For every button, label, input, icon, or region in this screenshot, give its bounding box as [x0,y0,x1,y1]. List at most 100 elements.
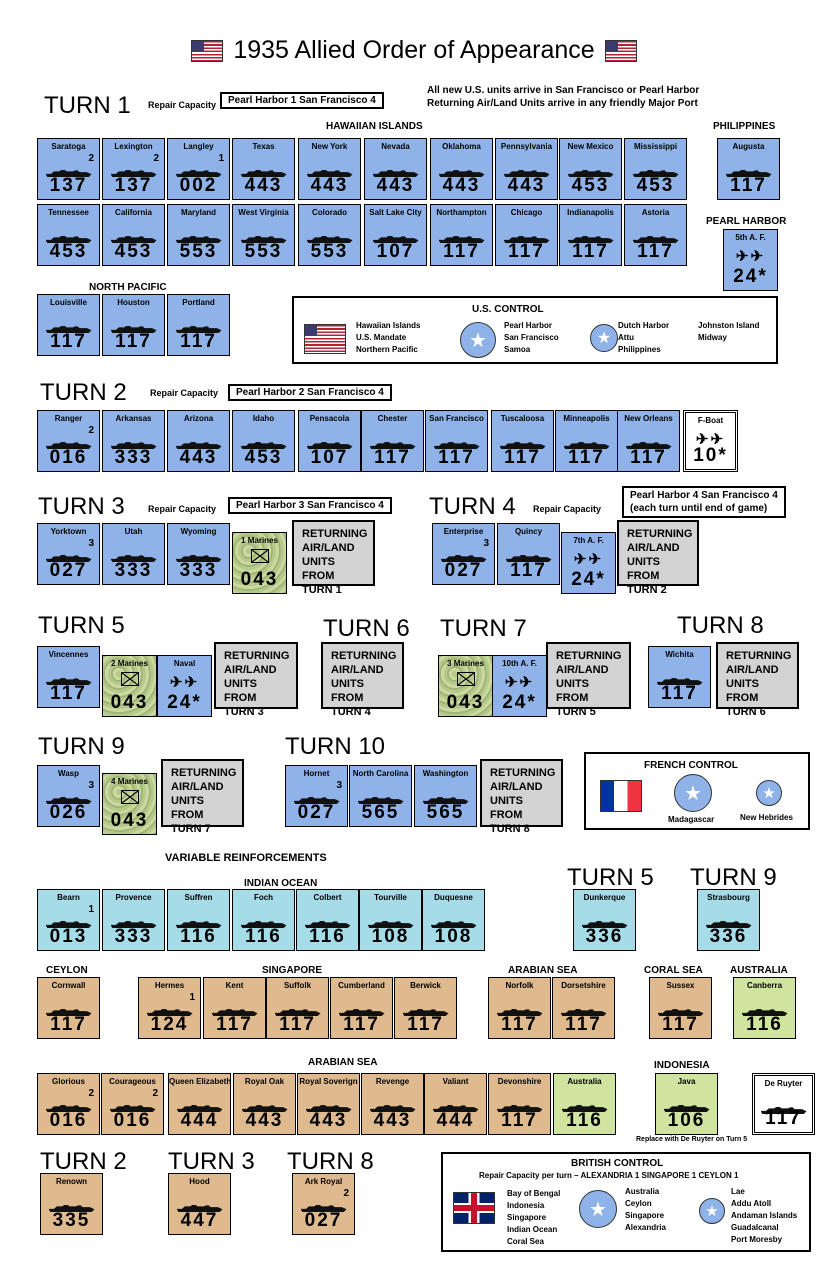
unit-name: Revenge [375,1077,410,1086]
unit-name: Saratoga [51,142,86,151]
unit-factors: 443 [507,175,546,196]
aircraft-icon: ✈✈ [573,551,604,568]
minor-port-icon: ★ [699,1198,725,1224]
ship-icon [505,555,552,562]
unit-name: Arkansas [115,414,152,423]
unit-name: Langley [183,142,214,151]
repair-capacity-label: Repair Capacity [150,388,219,398]
unit-factors: 117 [572,241,609,262]
unit-name: Wasp [57,769,80,778]
ship-icon [45,170,92,177]
unit-counter: Duquesne 108 [422,889,485,951]
unit-factors: 443 [373,1110,412,1131]
ship-icon [274,1009,321,1016]
unit-factors: 116 [245,926,282,947]
ship-icon [657,1009,704,1016]
unit-factors: 043 [446,692,485,713]
french-minor-port: New Hebrides [740,813,793,822]
unit-name: Tourville [374,893,407,902]
unit-factors: 106 [667,1110,706,1131]
unit-name: Glorious [52,1077,85,1086]
unit-factors: 117 [565,1014,602,1035]
ship-icon [110,555,157,562]
unit-name: Duquesne [434,893,473,902]
ship-icon [110,236,157,243]
unit-factors: 027 [444,560,483,581]
unit-factors: 443 [245,1110,284,1131]
unit-name: Idaho [252,414,275,423]
unit-counter: Mississippi 453 [624,138,687,200]
returning-box-turn-7: RETURNING AIR/LAND UNITS FROM TURN 7 [161,759,244,835]
singapore-label: SINGAPORE [262,965,323,976]
unit-name: Royal Soverign [299,1077,358,1086]
unit-factors: 117 [568,447,605,468]
unit-name: Mississippi [633,142,678,151]
unit-factors: 016 [49,1110,88,1131]
ship-icon [496,1009,543,1016]
turn-8-label-variable: TURN 8 [287,1148,374,1175]
unit-factors: 565 [361,802,400,823]
infantry-icon [120,790,139,804]
ship-icon [240,236,287,243]
ship-icon [176,1105,223,1112]
ship-icon [567,170,614,177]
unit-factors: 10* [693,445,728,466]
unit-counter: Royal Soverign 443 [297,1073,360,1135]
ship-icon [110,442,157,449]
unit-factors: 443 [309,1110,348,1131]
us-control-minor-areas: Hawaiian Islands U.S. Mandate Northern P… [356,321,421,354]
ceylon-label: CEYLON [46,965,88,976]
unit-name: Quincy [514,527,543,536]
unit-factors: 117 [407,1014,444,1035]
unit-name: Portland [182,298,215,307]
unit-name: 10th A. F. [502,659,537,668]
unit-name: North Carolina [352,769,409,778]
unit-name: Wichita [665,650,694,659]
turn-2-label-variable: TURN 2 [40,1148,127,1175]
unit-factors: 336 [709,926,748,947]
unit-factors: 453 [636,175,675,196]
unit-name: Java [677,1077,696,1086]
major-port-icon: ★ [460,322,496,358]
ship-icon [45,797,92,804]
major-port-icon: ★ [674,774,712,812]
carrier-capacity: 2 [88,425,94,436]
ship-icon [499,442,546,449]
indonesia-label: INDONESIA [654,1060,710,1071]
unit-factors: 333 [114,926,153,947]
ship-icon [306,442,353,449]
unit-name: Dunkerque [583,893,626,902]
ship-icon [338,1009,385,1016]
unit-name: Kent [225,981,244,990]
unit-name: Courageous [109,1077,156,1086]
unit-factors: 108 [434,926,473,947]
carrier-capacity: 3 [88,538,94,549]
aircraft-icon: ✈✈ [504,674,535,691]
unit-name: Astoria [641,208,670,217]
ship-icon [45,1009,92,1016]
unit-factors: 553 [310,241,349,262]
returning-box-turn-2: RETURNING AIR/LAND UNITS FROM TURN 2 [617,520,699,596]
unit-factors: 117 [730,175,767,196]
unit-factors: 027 [49,560,88,581]
unit-factors: 453 [114,241,153,262]
unit-factors: 117 [279,1014,316,1035]
